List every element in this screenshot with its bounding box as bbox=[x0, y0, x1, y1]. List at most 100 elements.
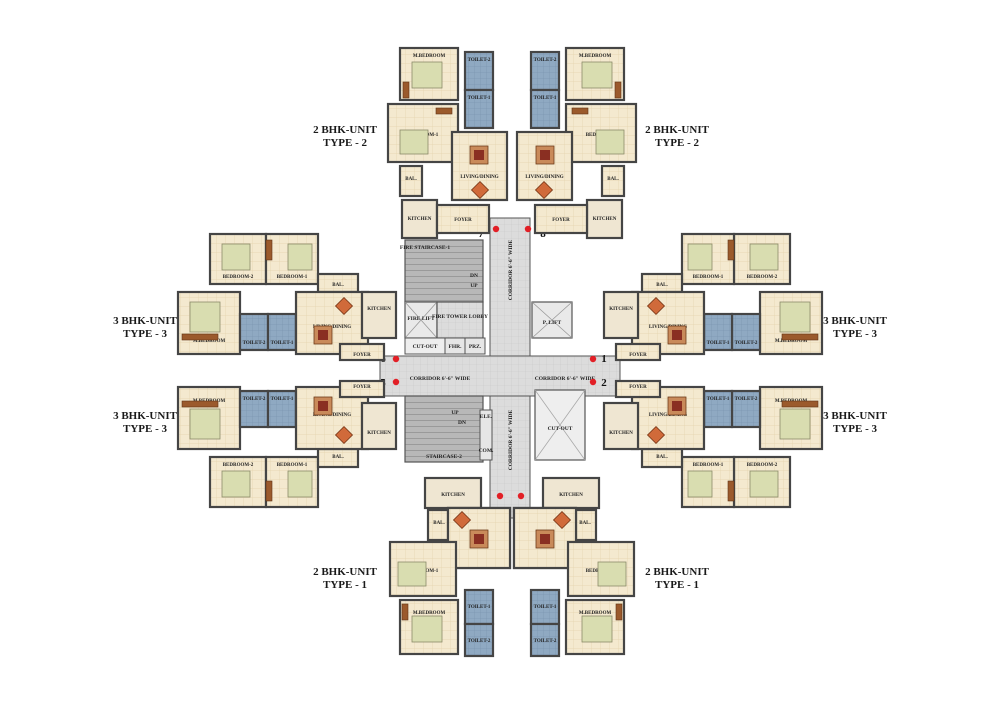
foyer bbox=[614, 379, 662, 399]
unit-markers bbox=[392, 225, 597, 500]
kitchen-label: KITCHEN bbox=[441, 493, 465, 498]
toilet-2-label: TOILET-2 bbox=[735, 397, 758, 402]
sofa-rug bbox=[672, 330, 682, 340]
sofa-rug bbox=[474, 534, 484, 544]
dining-table bbox=[470, 180, 490, 200]
fire-lift-label: FIRE LIFT bbox=[407, 316, 435, 322]
dining-table bbox=[452, 510, 472, 530]
bed-m bbox=[411, 61, 443, 89]
bal-label: BAL. bbox=[332, 283, 344, 288]
sofa-rug bbox=[318, 330, 328, 340]
wardrobe-m bbox=[402, 81, 410, 99]
marker-1 bbox=[589, 355, 597, 363]
living-dining-label: LIVING/DINING bbox=[313, 413, 351, 418]
living-dining-label: LIVING/DINING bbox=[460, 175, 498, 180]
kitchen-label: KITCHEN bbox=[367, 307, 391, 312]
bed-m bbox=[189, 301, 221, 333]
dn-label: DN bbox=[470, 273, 478, 279]
bal-label: BAL. bbox=[656, 283, 668, 288]
unit-2bhk-type2-right: M.BEDROOMTOILET-2TOILET-1BEDROOM-1LIVING… bbox=[515, 46, 638, 240]
toilet-1 bbox=[266, 312, 298, 352]
corridor-label-right: CORRIDOR 6'-6" WIDE bbox=[535, 376, 596, 382]
wardrobe-1 bbox=[265, 239, 273, 261]
dining-table bbox=[646, 296, 666, 316]
bal-label: BAL. bbox=[579, 521, 591, 526]
kitchen-label: KITCHEN bbox=[609, 307, 633, 312]
bed-m bbox=[779, 301, 811, 333]
bedroom-2-label: BEDROOM-2 bbox=[223, 463, 254, 468]
toilet-1 bbox=[529, 88, 561, 130]
corridor-label-bottom: CORRIDOR 6'-6" WIDE bbox=[508, 409, 514, 470]
toilet-2-label: TOILET-2 bbox=[468, 58, 491, 63]
wardrobe-m bbox=[781, 333, 819, 341]
ele-label: ELE. bbox=[480, 414, 493, 420]
marker-8 bbox=[524, 225, 532, 233]
foyer bbox=[338, 342, 386, 362]
sofa-rug bbox=[318, 401, 328, 411]
kitchen bbox=[360, 401, 398, 451]
toilet-2-label: TOILET-2 bbox=[243, 341, 266, 346]
m-bedroom-label: M.BEDROOM bbox=[579, 54, 612, 59]
toilet-2-label: TOILET-2 bbox=[534, 639, 557, 644]
fire-tower-lobby-label: FIRE TOWER LOBBY bbox=[432, 314, 488, 320]
bedroom-1-label: BEDROOM-1 bbox=[277, 463, 308, 468]
fire-staircase-1-label: FIRE STAIRCASE-1 bbox=[400, 245, 450, 251]
toilet-1 bbox=[702, 312, 734, 352]
m-bedroom-label: M.BEDROOM bbox=[193, 339, 226, 344]
bal-label: BAL. bbox=[607, 177, 619, 182]
toilet-2 bbox=[529, 622, 561, 658]
dining-table bbox=[334, 425, 354, 445]
foyer bbox=[614, 342, 662, 362]
unit-2bhk-type1-left: KITCHENBAL.LIVINGDININGBEDROOM-1TOILET-1… bbox=[388, 476, 512, 658]
com-label: COM. bbox=[479, 448, 494, 454]
bed-m bbox=[411, 615, 443, 643]
p-lift-label: P. LIFT bbox=[543, 320, 562, 326]
living-dining bbox=[515, 130, 574, 202]
bed-1 bbox=[399, 129, 429, 155]
bed-2 bbox=[749, 470, 779, 498]
toilet-1-label: TOILET-1 bbox=[271, 397, 294, 402]
sofa-rug bbox=[540, 150, 550, 160]
toilet-2 bbox=[730, 389, 762, 429]
wardrobe-m bbox=[614, 81, 622, 99]
marker-6 bbox=[392, 355, 400, 363]
bed-m bbox=[581, 61, 613, 89]
wardrobe-m bbox=[615, 603, 623, 621]
bed-1 bbox=[597, 561, 627, 587]
dn-label-2: DN bbox=[458, 420, 466, 426]
wardrobe-1 bbox=[435, 107, 453, 115]
corridor-horizontal bbox=[379, 355, 621, 397]
unit-3bhk-right-lower: BEDROOM-2BEDROOM-1BAL.M.BEDROOMTOILET-2T… bbox=[602, 379, 824, 509]
sofa-rug bbox=[672, 401, 682, 411]
bal bbox=[600, 164, 626, 198]
bedroom-2-label: BEDROOM-2 bbox=[747, 463, 778, 468]
toilet-2 bbox=[238, 389, 270, 429]
bal-label: BAL. bbox=[332, 455, 344, 460]
m-bedroom-label: M.BEDROOM bbox=[775, 339, 808, 344]
wardrobe-1 bbox=[727, 480, 735, 502]
unit-2bhk-type2-left: M.BEDROOMTOILET-2TOILET-1BEDROOM-1LIVING… bbox=[386, 46, 509, 240]
marker-4 bbox=[496, 492, 504, 500]
unit-number-2: 2 bbox=[601, 377, 607, 389]
unit-3bhk-right-upper: BEDROOM-2BEDROOM-1BAL.M.BEDROOMTOILET-2T… bbox=[602, 232, 824, 362]
up-label-2: UP bbox=[451, 410, 459, 416]
kitchen bbox=[602, 290, 640, 340]
foyer-label: FOYER bbox=[629, 385, 647, 390]
prz-block bbox=[464, 337, 486, 355]
wardrobe-1 bbox=[727, 239, 735, 261]
toilet-2-label: TOILET-2 bbox=[735, 341, 758, 346]
wardrobe-1 bbox=[265, 480, 273, 502]
core-labels: FIRE STAIRCASE-1 DN UP FIRE LIFT FIRE TO… bbox=[400, 239, 596, 470]
unit-2bhk-type1-right: KITCHENBAL.LIVINGDININGBEDROOM-1TOILET-1… bbox=[512, 476, 636, 658]
kitchen bbox=[360, 290, 398, 340]
toilet-2 bbox=[463, 622, 495, 658]
